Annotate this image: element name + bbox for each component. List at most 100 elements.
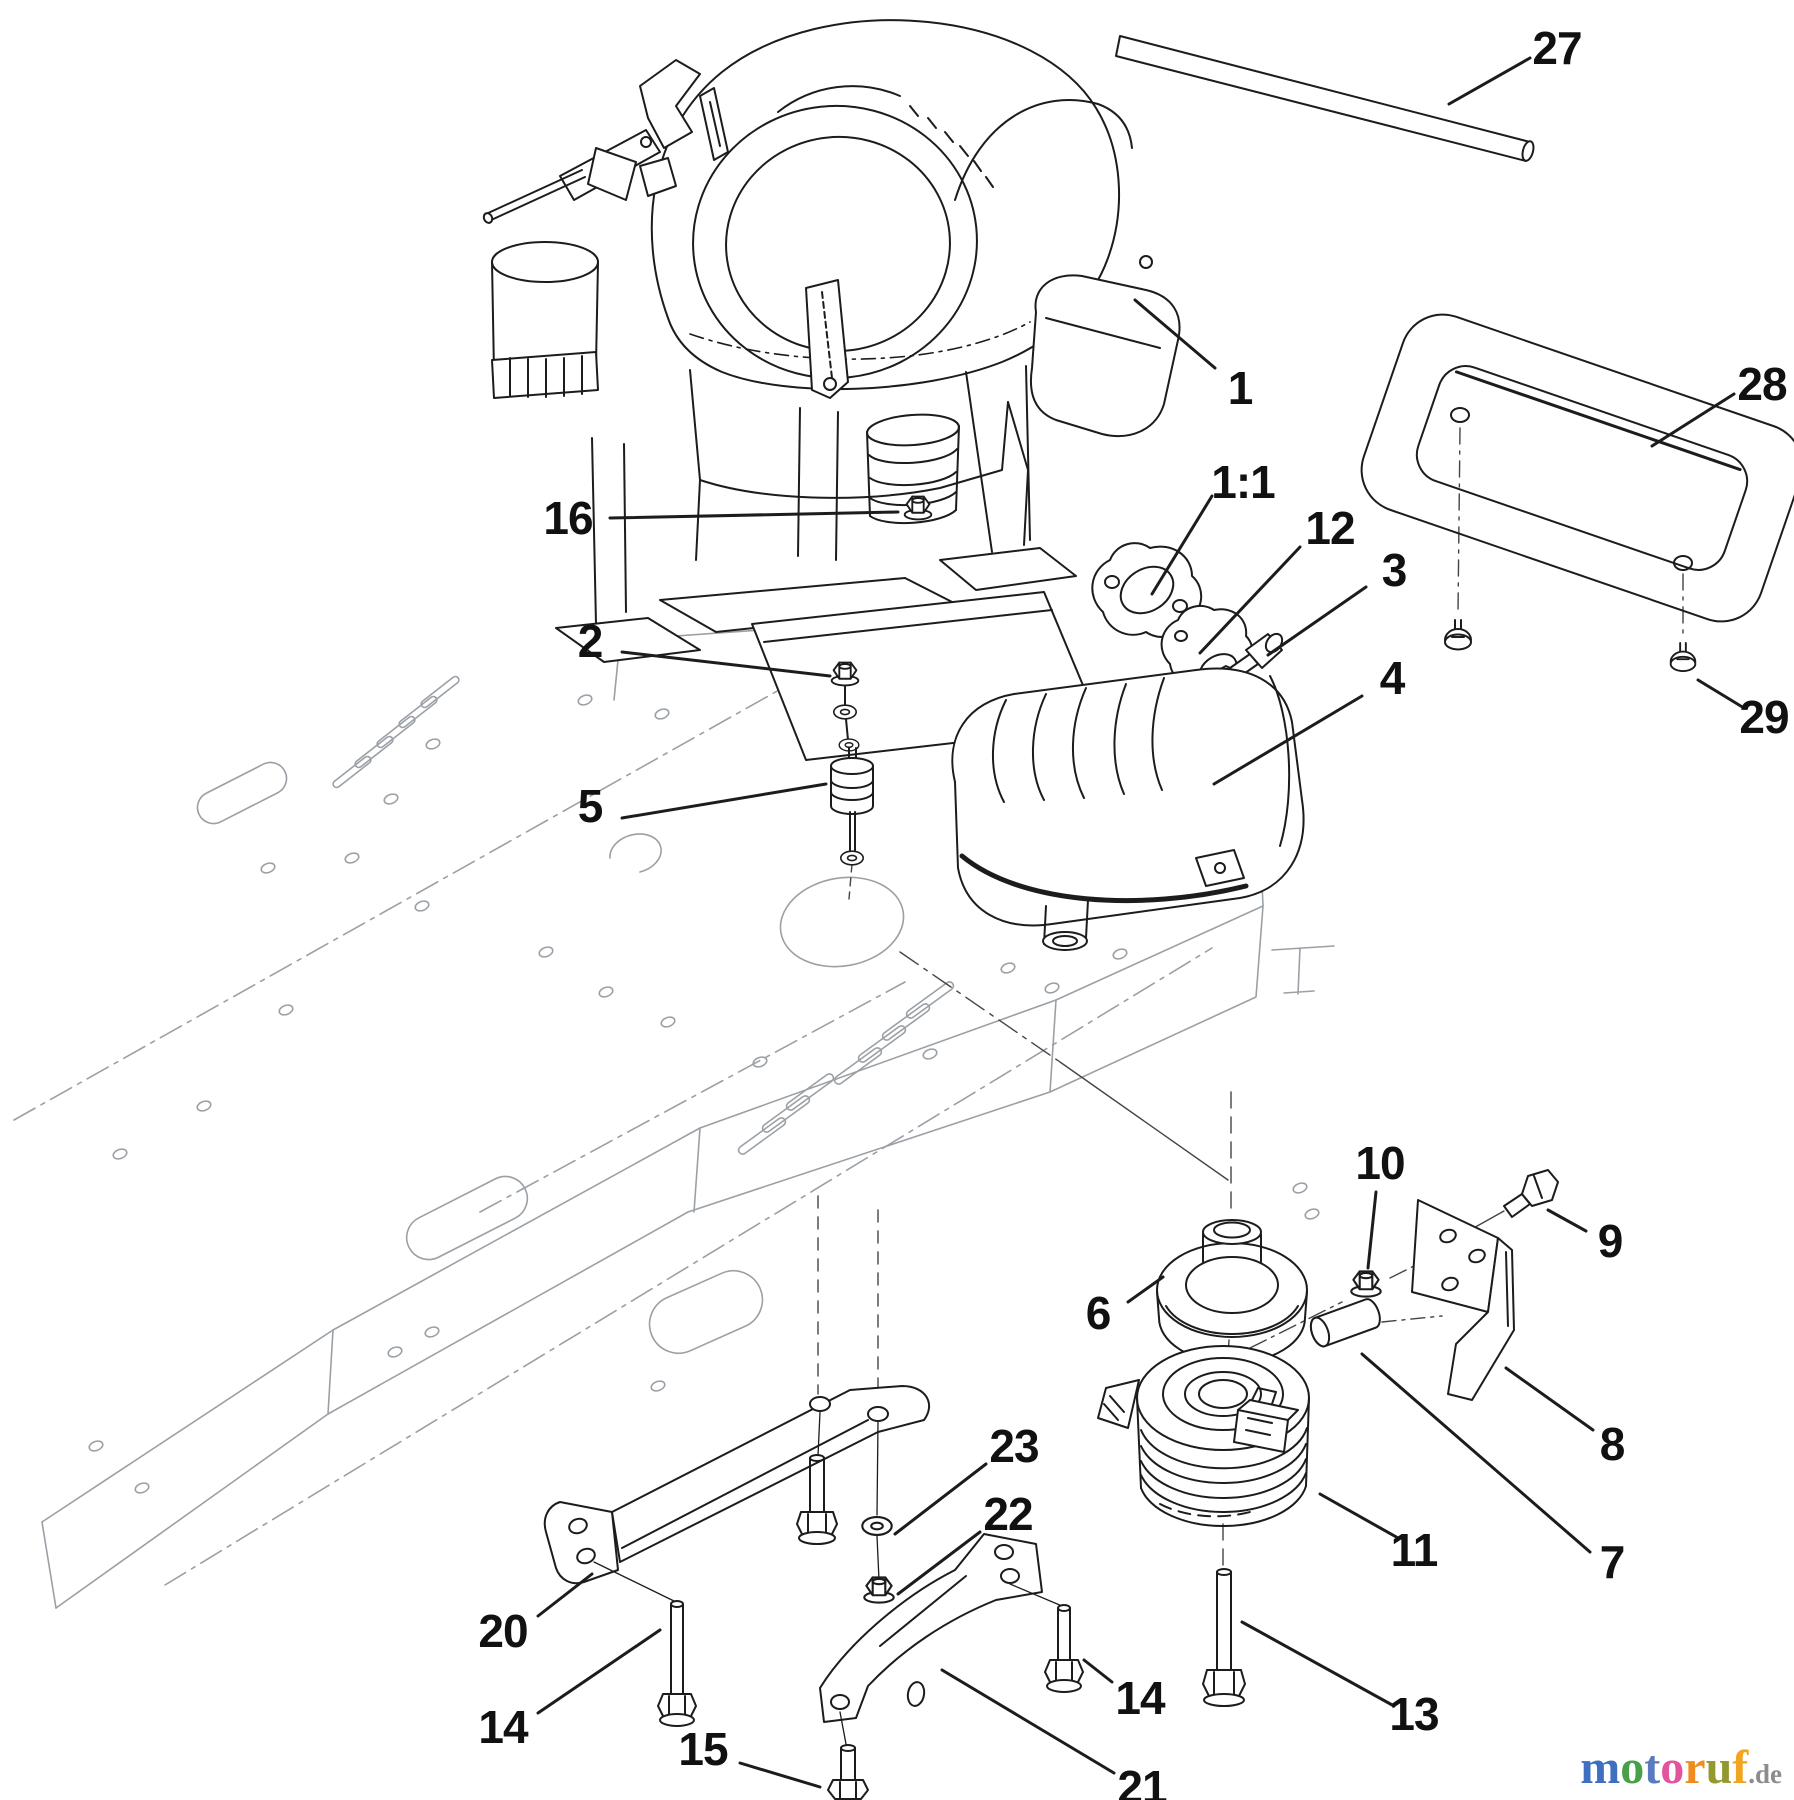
shroud-tab (805, 279, 849, 399)
callout-10: 10 (1355, 1137, 1405, 1189)
leader-line-23 (893, 1462, 988, 1536)
leader-line-5 (620, 782, 828, 820)
nut-2 (830, 661, 860, 687)
callout-12: 12 (1305, 502, 1355, 554)
callout-leader-lines (536, 56, 1746, 1789)
engine-assembly (482, 19, 1181, 663)
callout-21: 21 (1117, 1761, 1167, 1800)
screw-under-gasket (1444, 619, 1472, 651)
leader-line-28 (1650, 392, 1736, 448)
leader-line-1 (1133, 298, 1217, 370)
clutch-connector (1233, 1387, 1299, 1453)
flywheel-screen-outer (692, 104, 978, 380)
leader-line-14 (536, 1628, 662, 1715)
callout-1:1: 1:1 (1211, 456, 1275, 508)
motoruf-watermark: motoruf.de (1580, 1744, 1782, 1798)
leader-line-22 (896, 1530, 982, 1596)
throttle-levers (482, 59, 729, 224)
callout-5: 5 (577, 780, 604, 832)
screw-29 (1669, 642, 1697, 672)
leader-line-3 (1266, 585, 1368, 657)
leader-line-2 (620, 650, 832, 678)
watermark-letter: o (1620, 1741, 1645, 1794)
pulley-6 (1156, 1219, 1308, 1364)
leader-line-7 (1360, 1352, 1592, 1554)
leader-line-27 (1447, 56, 1532, 106)
callout-22: 22 (983, 1488, 1033, 1540)
callout-9: 9 (1597, 1215, 1624, 1267)
leader-line-20 (536, 1572, 594, 1618)
leader-line-14 (1082, 1658, 1114, 1684)
callout-29: 29 (1739, 691, 1789, 743)
callout-27: 27 (1532, 22, 1582, 74)
exhaust-group (951, 542, 1305, 951)
callout-14: 14 (478, 1701, 528, 1753)
flywheel-decal-ticks (909, 105, 994, 188)
callout-8: 8 (1599, 1418, 1626, 1470)
callout-28: 28 (1737, 358, 1787, 410)
leader-line-13 (1240, 1620, 1396, 1708)
bracket-21 (819, 1533, 1043, 1723)
bolt-15 (827, 1744, 869, 1800)
callout-13: 13 (1389, 1688, 1439, 1740)
leader-line-1:1 (1150, 494, 1214, 596)
callout-11: 11 (1390, 1524, 1439, 1576)
bolt-9 (1503, 1169, 1559, 1218)
leader-line-9 (1546, 1208, 1588, 1233)
washer-23 (861, 1516, 893, 1536)
watermark-letter: f (1732, 1741, 1749, 1794)
bolt-14-left (657, 1600, 697, 1727)
washer-small-upper (832, 704, 858, 720)
nut-10 (1350, 1270, 1382, 1298)
fuel-line-rod-27 (1115, 35, 1535, 162)
watermark-letter: u (1705, 1741, 1733, 1794)
watermark-letter: r (1684, 1741, 1706, 1794)
leader-line-15 (738, 1761, 822, 1789)
engine-stop-brackets (543, 1385, 1084, 1800)
leader-line-8 (1504, 1366, 1595, 1432)
leader-line-6 (1126, 1275, 1165, 1304)
leader-line-21 (940, 1668, 1116, 1775)
muffler-outlet-stub (1042, 899, 1089, 951)
callout-23: 23 (989, 1420, 1039, 1472)
frame-vent-slots (332, 675, 955, 1155)
gasket-plate-28 (1360, 313, 1794, 672)
nut-16 (903, 495, 933, 521)
callout-2: 2 (577, 615, 604, 667)
flywheel-screen-inner (725, 135, 951, 353)
air-intake (1029, 255, 1181, 438)
bolt-13 (1202, 1568, 1246, 1707)
leader-line-10 (1366, 1190, 1378, 1270)
watermark-letter: t (1644, 1741, 1661, 1794)
frame-obround-slots (196, 761, 764, 1355)
callout-15: 15 (678, 1723, 728, 1775)
leader-line-16 (608, 510, 900, 520)
leader-line-4 (1212, 694, 1364, 786)
callout-7: 7 (1599, 1536, 1626, 1588)
callout-20: 20 (478, 1605, 528, 1657)
callout-4: 4 (1379, 652, 1406, 704)
vibration-mount-5 (830, 747, 874, 866)
exhaust-gasket-1-1 (1091, 542, 1202, 638)
frame-holes (88, 694, 1320, 1494)
clutch-anchor-hardware (1309, 1169, 1559, 1401)
callout-1: 1 (1227, 362, 1254, 414)
leader-line-11 (1318, 1492, 1400, 1540)
callout-6: 6 (1085, 1287, 1112, 1339)
motoruf-logo-text: motoruf (1580, 1741, 1748, 1794)
starter-motor (491, 241, 599, 399)
bolt-14-right (1044, 1604, 1084, 1693)
bracket-20 (543, 1385, 930, 1585)
anchor-bracket-8 (1411, 1199, 1515, 1401)
vibration-mount-column (830, 661, 874, 866)
nut-22 (863, 1576, 895, 1604)
callout-16: 16 (543, 492, 593, 544)
oil-filter (866, 413, 960, 525)
electric-clutch-11 (1097, 1345, 1310, 1707)
motoruf-domain-suffix: .de (1748, 1759, 1782, 1789)
callout-14: 14 (1115, 1672, 1165, 1724)
muffler-4 (951, 667, 1305, 951)
watermark-letter: m (1580, 1741, 1621, 1794)
